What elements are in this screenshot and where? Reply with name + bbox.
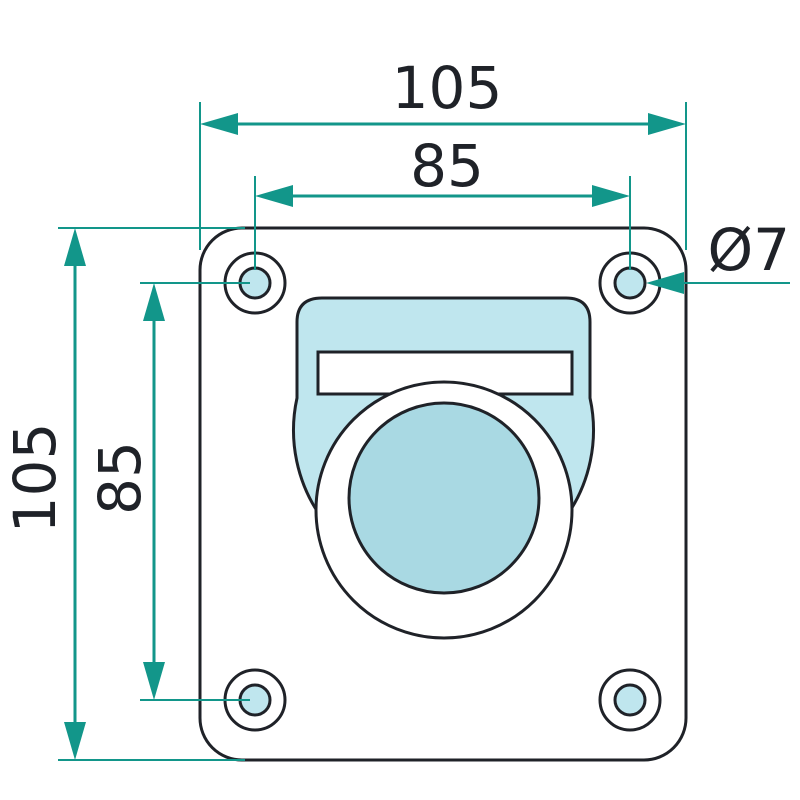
dim-left-hole-spacing: 85 xyxy=(86,283,165,700)
dim-left-overall-label: 105 xyxy=(1,423,69,534)
dim-hole-diameter: Ø7 xyxy=(646,216,790,294)
hole-bottom-left xyxy=(223,668,287,732)
dim-top-hole-spacing-label: 85 xyxy=(410,132,484,200)
dim-left-hole-spacing-label: 85 xyxy=(86,441,154,515)
extension-lines xyxy=(58,102,790,761)
hole-bottom-right xyxy=(598,668,662,732)
dim-top-overall: 105 xyxy=(200,54,686,135)
dim-hole-diameter-label: Ø7 xyxy=(707,216,790,284)
ring-center-recess xyxy=(347,401,541,595)
dim-top-hole-spacing: 85 xyxy=(255,132,630,207)
lashing-ring-assembly xyxy=(292,296,595,640)
dim-left-overall: 105 xyxy=(1,228,86,760)
dim-top-overall-label: 105 xyxy=(392,54,503,122)
